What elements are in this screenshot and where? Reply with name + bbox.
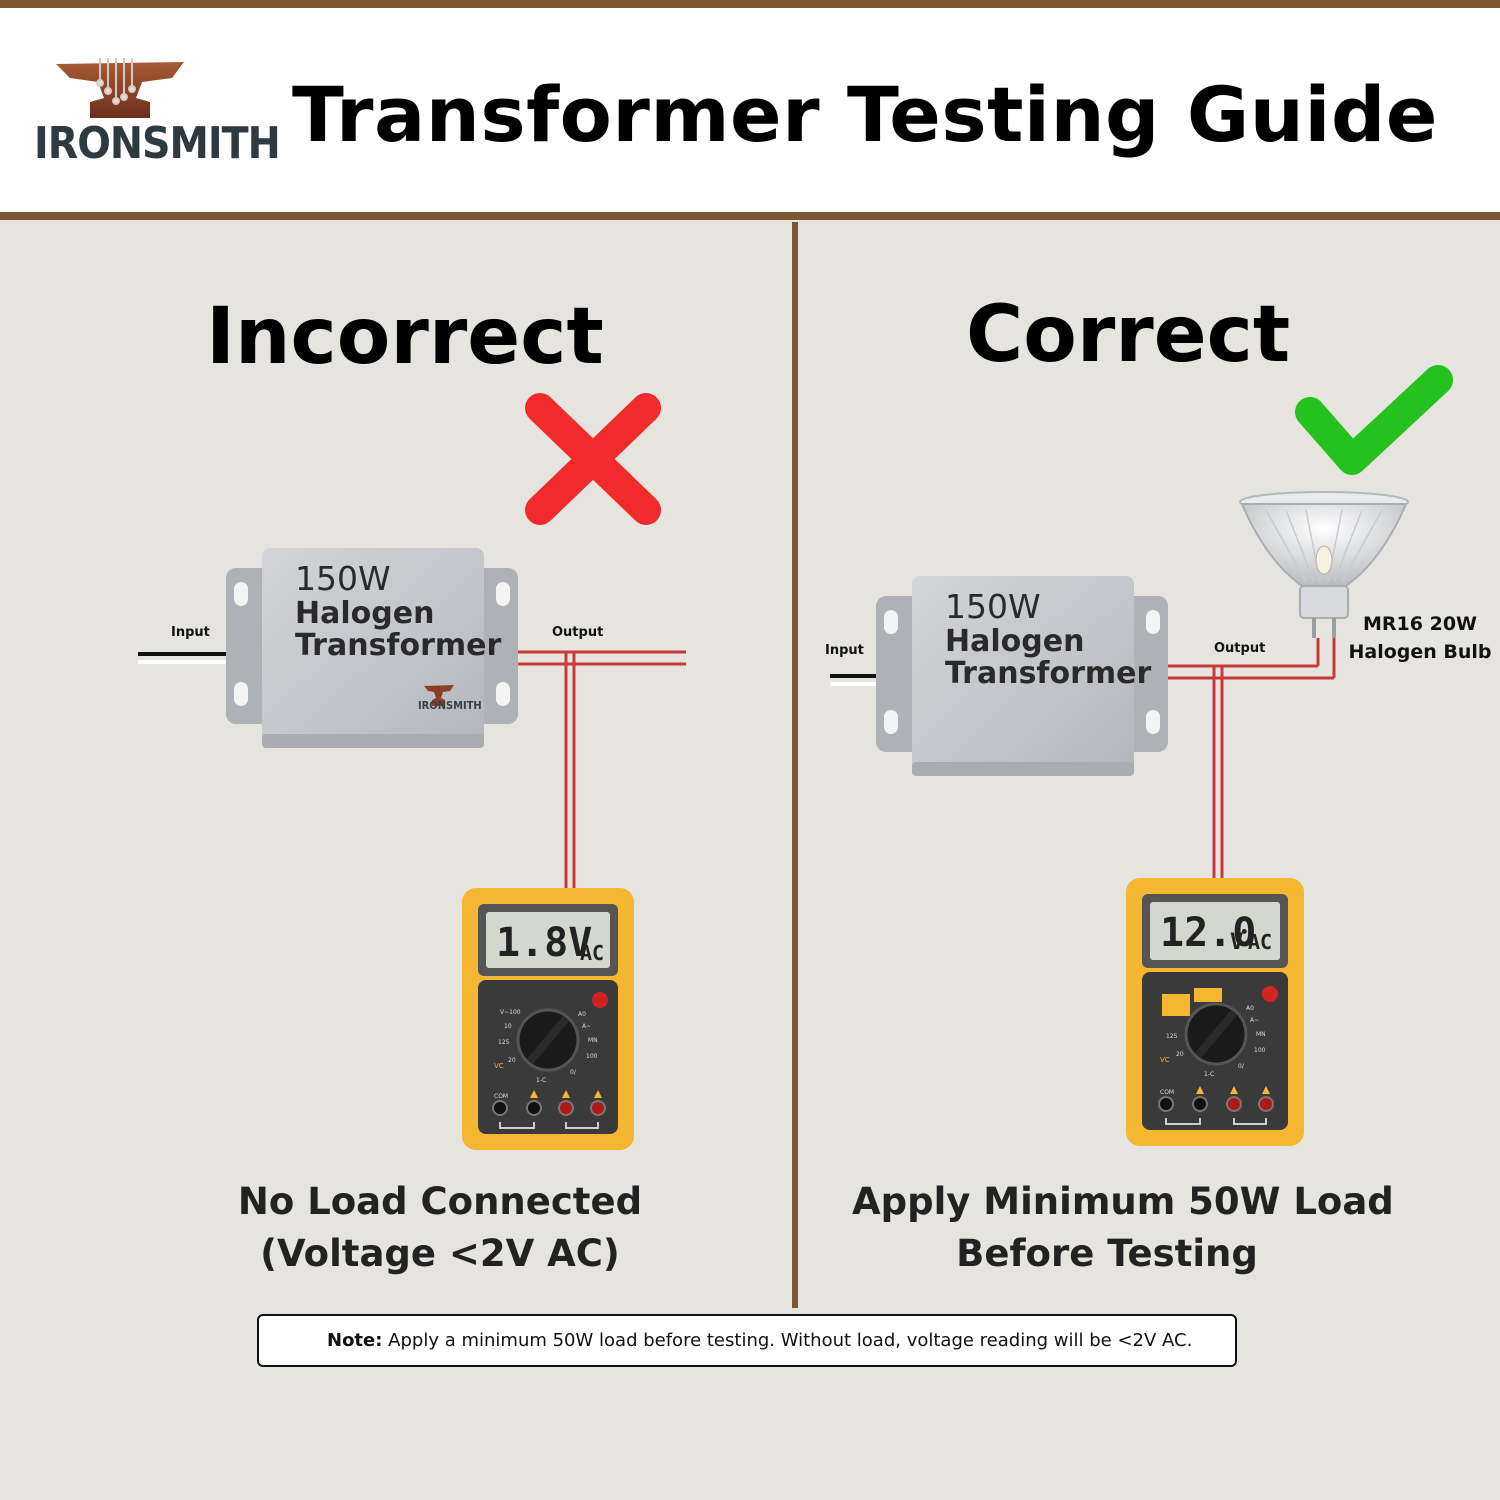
svg-text:20: 20 — [508, 1057, 516, 1064]
svg-text:V~100: V~100 — [500, 1009, 521, 1016]
meter-unit-v: V — [1230, 930, 1244, 955]
transformer-line1: Halogen — [945, 624, 1085, 659]
left-wiring — [138, 650, 686, 890]
transformer-box — [226, 548, 518, 748]
transformer-box — [876, 576, 1168, 776]
correct-caption: Apply Minimum 50W Load Before Testing — [852, 1176, 1394, 1280]
caption-line-1: Apply Minimum 50W Load — [852, 1180, 1394, 1223]
svg-text:A0: A0 — [578, 1011, 586, 1018]
svg-text:0/: 0/ — [1238, 1063, 1245, 1070]
svg-text:A~: A~ — [1250, 1017, 1259, 1024]
incorrect-caption: No Load Connected (Voltage <2V AC) — [220, 1176, 660, 1280]
svg-text:125: 125 — [1166, 1033, 1178, 1040]
multimeter: V~100 A0A~ MN 100 10 125 20 1-C 0/ VC COM — [462, 888, 634, 1150]
note-label: Note: — [327, 1330, 383, 1351]
transformer-badge: IRONSMITH — [418, 699, 482, 712]
meter-unit: AC — [1248, 930, 1273, 954]
output-label: Output — [552, 625, 604, 640]
svg-text:10: 10 — [504, 1023, 512, 1030]
svg-text:100: 100 — [1254, 1047, 1266, 1054]
panel-divider — [792, 222, 798, 1308]
svg-text:1-C: 1-C — [536, 1077, 546, 1084]
output-label: Output — [1214, 641, 1266, 656]
caption-line-2: Before Testing — [956, 1232, 1258, 1275]
input-label: Input — [171, 625, 210, 640]
svg-text:VC: VC — [1160, 1056, 1170, 1064]
transformer-line2: Transformer — [945, 656, 1152, 691]
transformer-line1: Halogen — [295, 596, 435, 631]
svg-text:VC: VC — [494, 1062, 504, 1070]
page-title: Transformer Testing Guide — [292, 70, 1438, 159]
halogen-bulb-icon — [1239, 491, 1409, 638]
bulb-label-line-2: Halogen Bulb — [1348, 641, 1492, 663]
header — [0, 8, 1500, 212]
bulb-label: MR16 20W Halogen Bulb — [1340, 610, 1500, 666]
caption-line-1: No Load Connected — [237, 1180, 643, 1223]
red-cross-icon — [525, 393, 661, 525]
meter-reading: 12.0 — [1160, 910, 1257, 956]
transformer-watt: 150W — [945, 587, 1041, 626]
note-box: Note: Apply a minimum 50W load before te… — [257, 1314, 1237, 1367]
top-accent-bar — [0, 0, 1500, 8]
input-label: Input — [825, 643, 864, 658]
svg-text:20: 20 — [1176, 1051, 1184, 1058]
meter-reading: 1.8V — [496, 920, 593, 966]
note-text: Note: Apply a minimum 50W load before te… — [327, 1330, 1192, 1351]
correct-heading: Correct — [966, 290, 1291, 380]
svg-text:125: 125 — [498, 1039, 510, 1046]
svg-text:COM: COM — [494, 1093, 508, 1100]
svg-text:0/: 0/ — [570, 1069, 577, 1076]
brand-wordmark: IRONSMITH — [34, 118, 281, 169]
incorrect-heading: Incorrect — [206, 292, 604, 382]
header-divider — [0, 212, 1500, 220]
svg-text:COM: COM — [1160, 1089, 1174, 1096]
svg-text:A0: A0 — [1246, 1005, 1254, 1012]
transformer-line2: Transformer — [295, 628, 502, 663]
transformer-watt: 150W — [295, 559, 391, 598]
svg-text:MN: MN — [588, 1037, 598, 1044]
svg-text:MN: MN — [1256, 1031, 1266, 1038]
anvil-logo-icon — [56, 58, 184, 118]
svg-text:100: 100 — [586, 1053, 598, 1060]
green-check-icon — [1295, 365, 1453, 475]
caption-line-2: (Voltage <2V AC) — [260, 1232, 620, 1275]
meter-unit: AC — [580, 941, 605, 965]
multimeter: A0A~ MN 100 125 20 1-C 0/ VC COM — [1126, 878, 1304, 1146]
bulb-label-line-1: MR16 20W — [1363, 613, 1477, 635]
right-wiring — [830, 638, 1336, 882]
svg-text:A~: A~ — [582, 1023, 591, 1030]
svg-text:1-C: 1-C — [1204, 1071, 1214, 1078]
note-body: Apply a minimum 50W load before testing.… — [382, 1330, 1193, 1351]
